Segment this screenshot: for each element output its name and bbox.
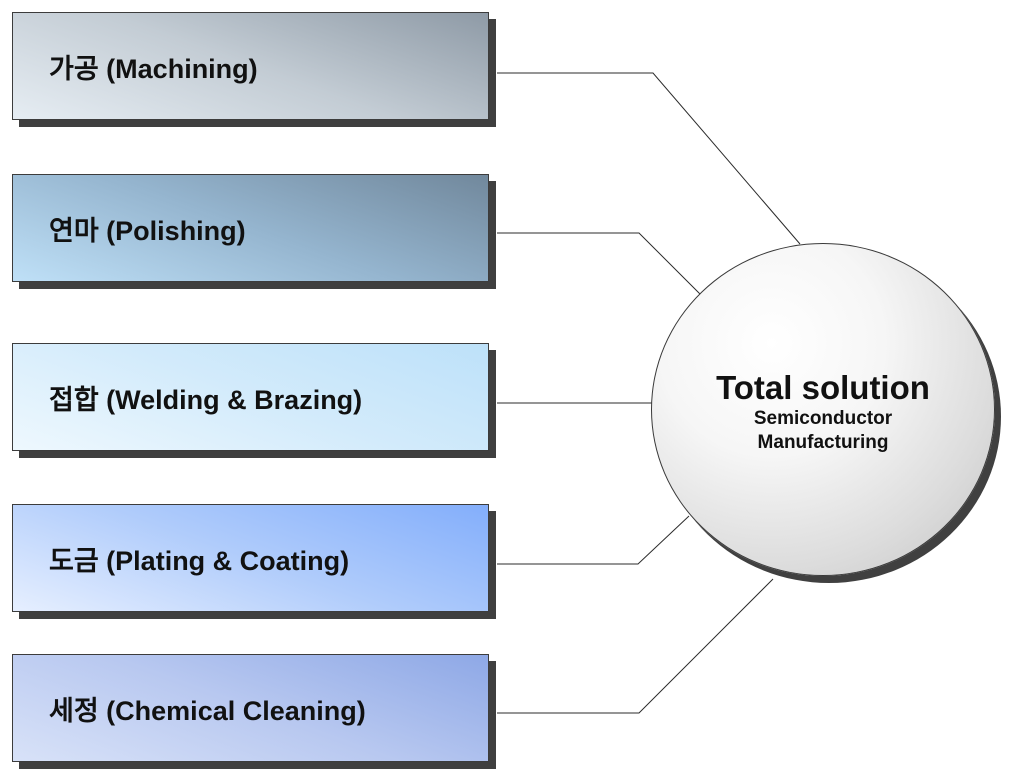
hub-subtitle-line1: Semiconductor — [753, 408, 893, 429]
connector-machining — [497, 72, 801, 245]
connector-polishing — [497, 232, 701, 295]
process-box-machining: 가공 (Machining) — [12, 12, 489, 120]
process-label-plating: 도금 (Plating & Coating) — [49, 545, 350, 576]
process-box-cleaning: 세정 (Chemical Cleaning) — [12, 654, 489, 762]
hub-subtitle-line2: Manufacturing — [757, 432, 889, 453]
process-label-polishing: 연마 (Polishing) — [49, 215, 246, 246]
process-label-machining: 가공 (Machining) — [49, 53, 258, 84]
hub-text: Total solution Semiconductor Manufacturi… — [651, 370, 995, 454]
hub-title: Total solution — [716, 369, 930, 406]
process-label-cleaning: 세정 (Chemical Cleaning) — [49, 695, 366, 726]
process-box-polishing: 연마 (Polishing) — [12, 174, 489, 282]
process-box-plating: 도금 (Plating & Coating) — [12, 504, 489, 612]
hub-circle — [651, 243, 995, 576]
connector-plating — [497, 515, 690, 565]
process-label-welding: 접합 (Welding & Brazing) — [49, 384, 363, 415]
connector-cleaning — [497, 578, 774, 714]
process-box-welding: 접합 (Welding & Brazing) — [12, 343, 489, 451]
